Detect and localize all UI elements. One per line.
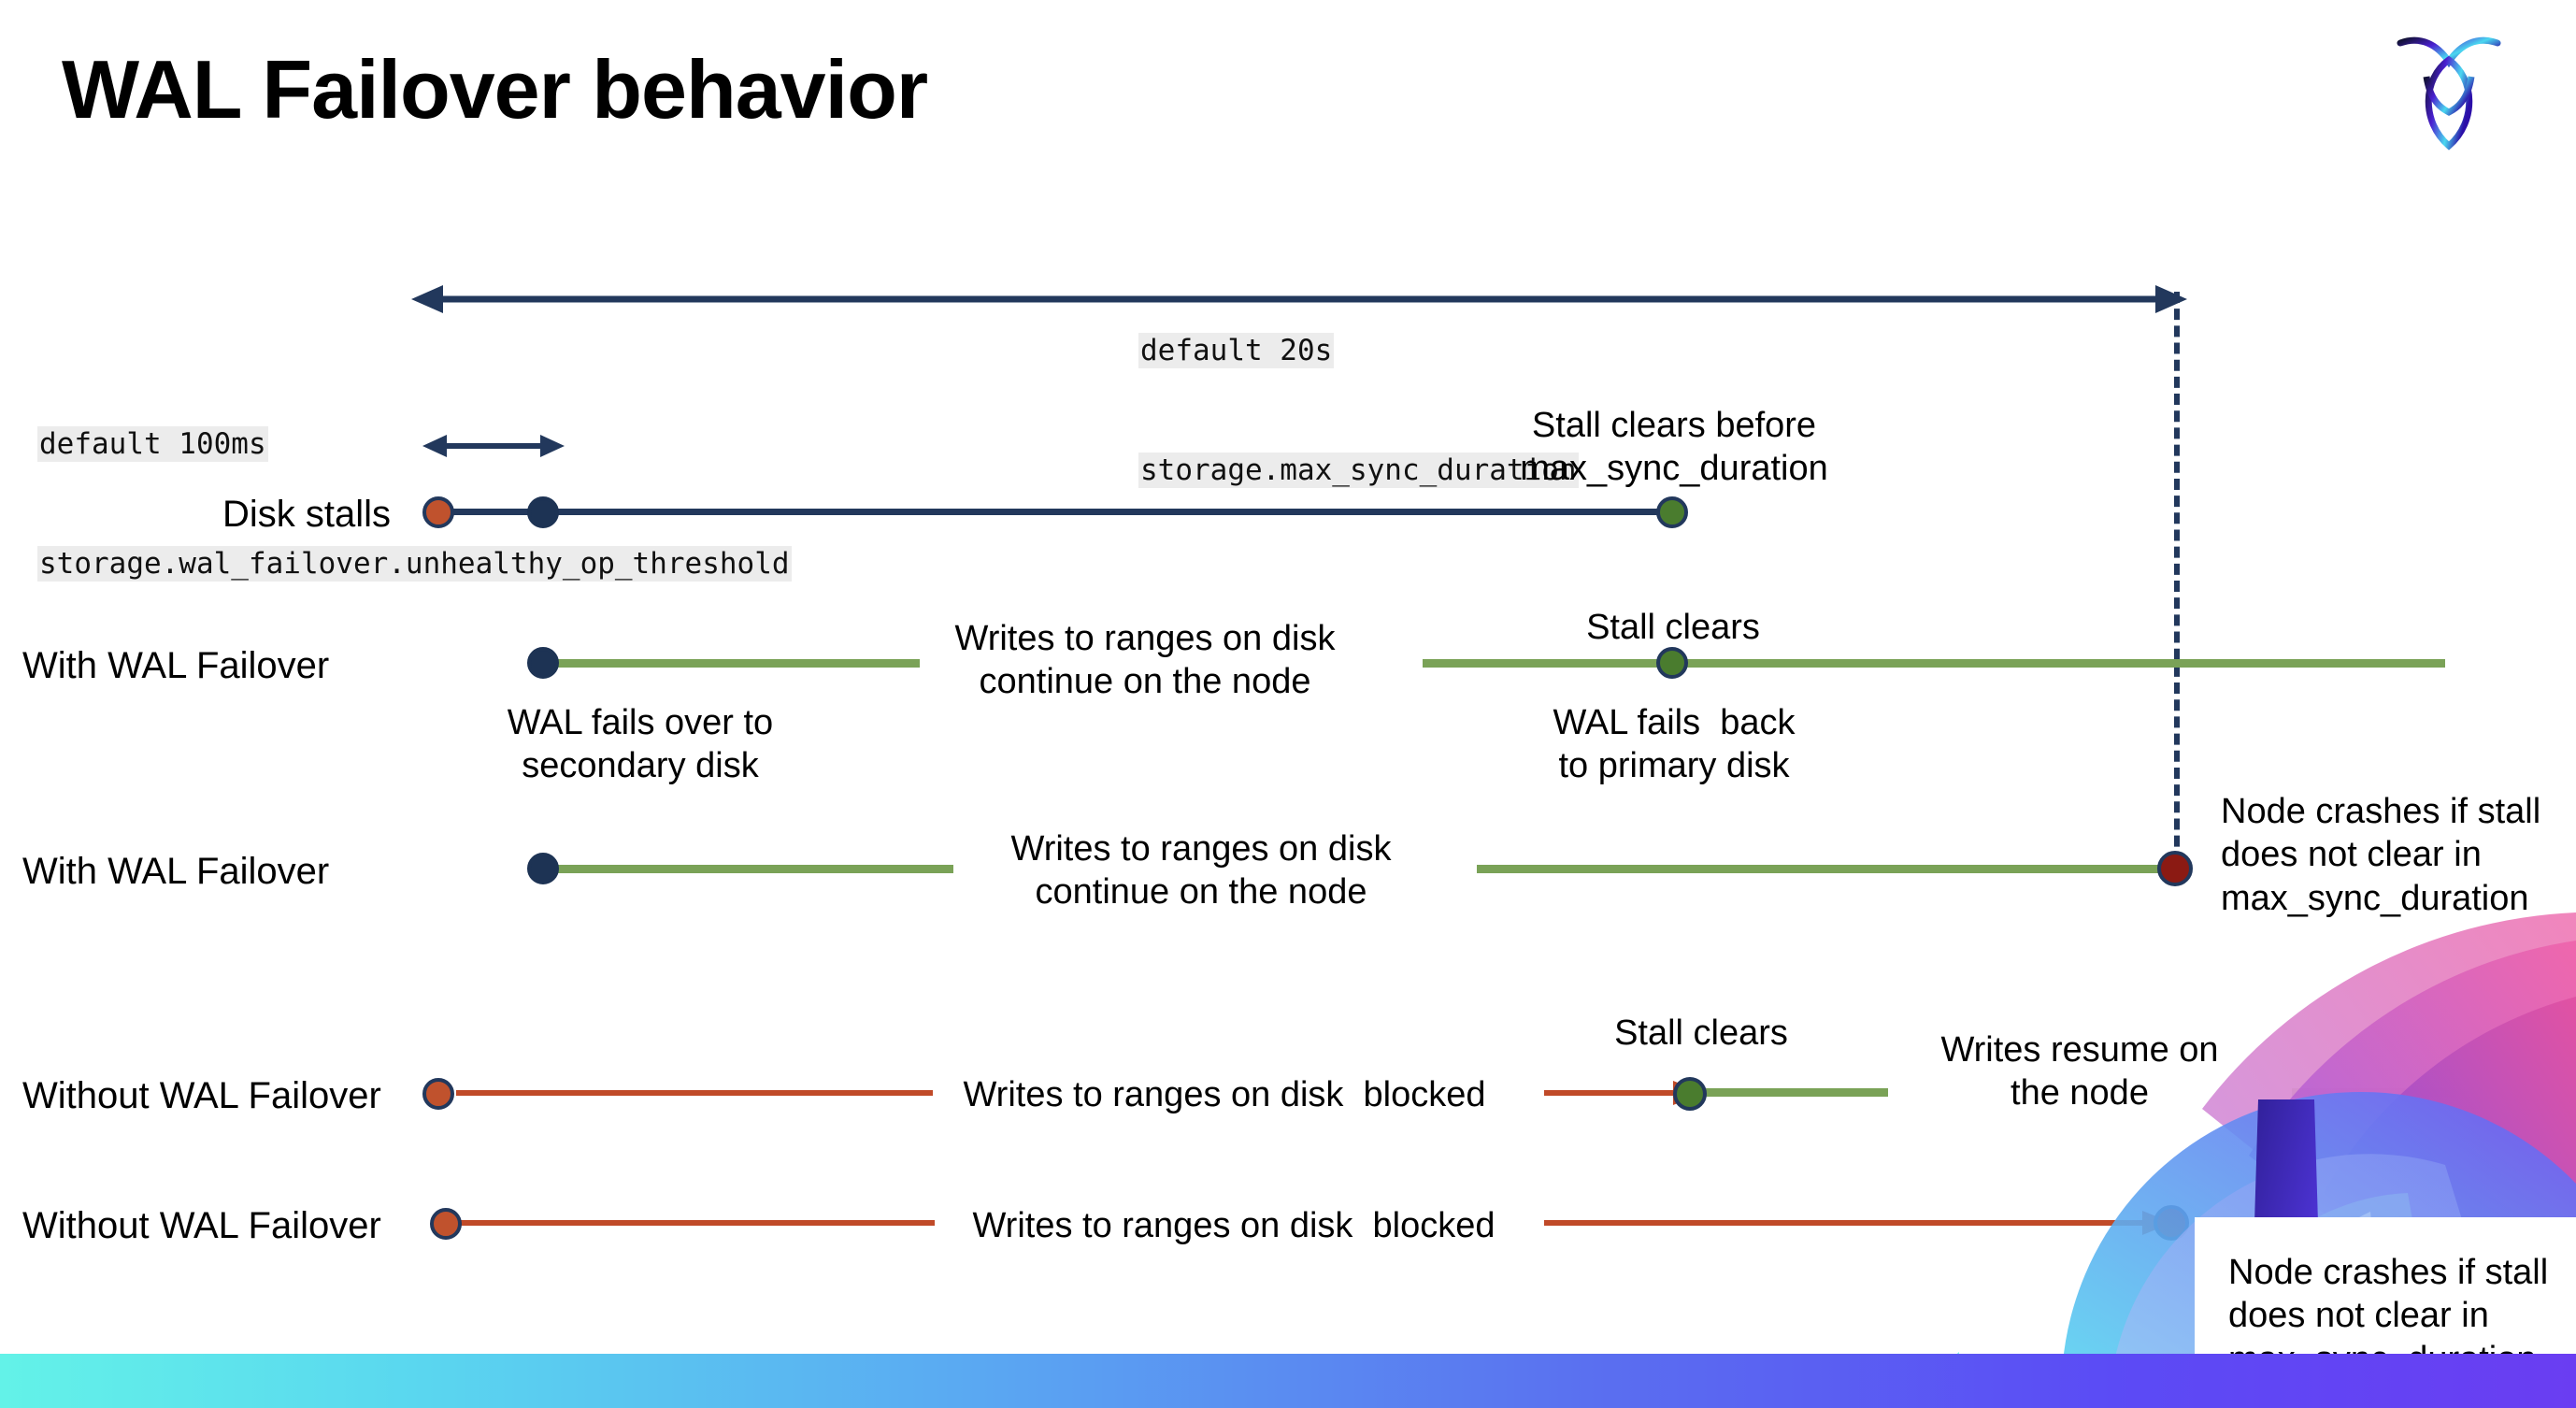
unhealthy-default-text: default 100ms xyxy=(37,425,268,462)
annotation-writes-continue-2: Writes to ranges on disk continue on the… xyxy=(1010,829,1392,912)
row-label-with-wal-failover-2: With WAL Failover xyxy=(22,851,330,892)
max-sync-setting-text: storage.max_sync_duration xyxy=(1138,452,1579,488)
with-wal-failover-2-segment-b xyxy=(1477,865,2176,873)
max-sync-default-text: default 20s xyxy=(1138,332,1335,368)
row-label-disk-stalls: Disk stalls xyxy=(222,494,392,535)
stall-clears-dot-1 xyxy=(1656,647,1688,679)
disk-stall-start-dot xyxy=(422,496,454,528)
node-crash-dot-1 xyxy=(2157,851,2193,886)
node-crash-callout-backdrop xyxy=(2195,1217,2576,1367)
disk-stall-clear-dot xyxy=(1656,496,1688,528)
unhealthy-threshold-span-arrow xyxy=(422,435,565,457)
row-label-with-wal-failover-1: With WAL Failover xyxy=(22,645,330,686)
annotation-wal-fails-back: WAL fails back to primary disk xyxy=(1553,703,1796,786)
with-wal-failover-1-segment-b xyxy=(1423,659,2445,668)
annotation-stall-clears-2: Stall clears xyxy=(1614,1013,1788,1053)
without-wal-failover-2-start-dot xyxy=(430,1208,462,1240)
without-wal-failover-1-resume-line xyxy=(1701,1088,1888,1097)
annotation-writes-continue-1: Writes to ranges on disk continue on the… xyxy=(954,619,1336,702)
with-wal-failover-1-segment-a xyxy=(542,659,920,668)
without-wal-failover-1-blocked-line xyxy=(456,1090,933,1096)
with-wal-failover-2-segment-a xyxy=(542,865,953,873)
wal-failover-start-dot-1 xyxy=(527,647,559,679)
max-sync-duration-span-arrow xyxy=(411,285,2187,313)
bottom-gradient-bar xyxy=(0,1354,2576,1408)
disk-stalls-timeline xyxy=(437,509,1671,515)
wal-failover-trigger-dot xyxy=(527,496,559,528)
annotation-stall-clears-before: Stall clears before max_sync_duration xyxy=(1520,406,1828,489)
annotation-writes-resume: Writes resume on the node xyxy=(1940,1030,2219,1113)
cockroachdb-logo xyxy=(2393,32,2505,153)
annotation-node-crashes-1: Node crashes if stall does not clear in … xyxy=(2221,792,2541,918)
row-label-without-wal-failover-1: Without WAL Failover xyxy=(22,1075,381,1116)
row-label-without-wal-failover-2: Without WAL Failover xyxy=(22,1205,381,1246)
wal-failover-start-dot-2 xyxy=(527,853,559,884)
unhealthy-setting-text: storage.wal_failover.unhealthy_op_thresh… xyxy=(37,545,792,582)
max-sync-duration-guide-line xyxy=(2174,292,2180,881)
without-wal-failover-1-start-dot xyxy=(422,1078,454,1110)
annotation-wal-fails-over: WAL fails over to secondary disk xyxy=(507,703,774,786)
max-sync-duration-setting: default 20s storage.max_sync_duration xyxy=(1138,251,1579,570)
annotation-writes-blocked-1: Writes to ranges on disk blocked xyxy=(963,1075,1486,1114)
without-wal-failover-2-blocked-line-a xyxy=(456,1220,935,1226)
annotation-writes-blocked-2: Writes to ranges on disk blocked xyxy=(972,1206,1496,1245)
annotation-stall-clears-1: Stall clears xyxy=(1586,608,1760,647)
page-title: WAL Failover behavior xyxy=(62,43,928,136)
unhealthy-op-threshold-setting: default 100ms storage.wal_failover.unhea… xyxy=(37,344,792,664)
stall-clears-dot-2 xyxy=(1673,1077,1707,1111)
